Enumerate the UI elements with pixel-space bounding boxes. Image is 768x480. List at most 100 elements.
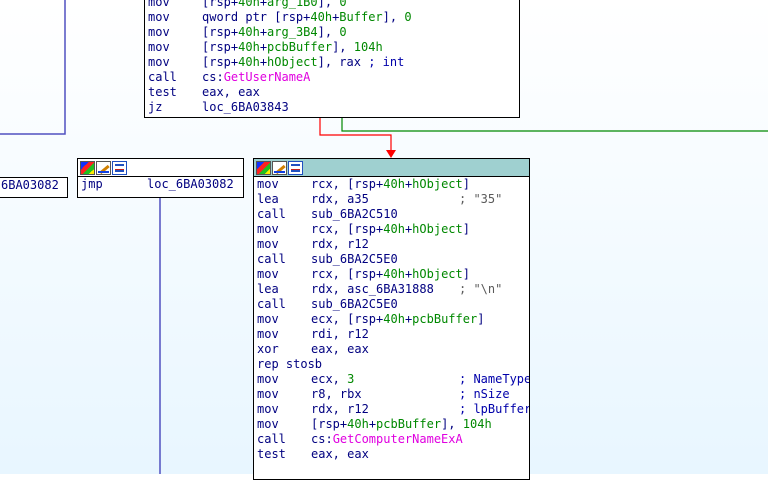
top-block-line[interactable]: mov [rsp+40h+hObject], rax ; int [148,55,519,70]
top-block-line[interactable]: mov [rsp+40h+arg_1B0], 0 [148,0,519,10]
color-icon[interactable] [80,160,95,175]
mnemonic: mov [257,237,279,251]
mnemonic: mov [257,387,279,401]
mnemonic: mov [148,55,170,69]
graph-icon[interactable] [112,160,127,175]
mnemonic: call [257,297,286,311]
jmp-block-header [78,159,243,177]
operand: r8, rbx [311,387,362,401]
main-block-line[interactable]: mov rdi, r12 [257,327,529,342]
operand: [rsp+40h+pcbBuffer], 104h [311,417,492,431]
mnemonic: call [257,432,286,446]
top-block-lines: mov [rsp+40h+arg_1B0], 0 mov qword ptr [rsp… [145,0,519,115]
mnemonic: mov [257,402,279,416]
mnemonic: lea [257,192,279,206]
mnemonic: mov [148,40,170,54]
mnemonic: call [148,70,177,84]
mnemonic: mov [257,267,279,281]
code-block-top[interactable]: mov [rsp+40h+arg_1B0], 0 mov qword ptr [rsp… [144,0,520,118]
main-block-line[interactable]: mov rcx, [rsp+40h+hObject] [257,177,529,192]
edit-icon[interactable] [272,160,287,175]
mnemonic: test [257,447,286,461]
operand: rcx, [rsp+40h+hObject] [311,222,470,236]
edge-false-red [319,117,392,152]
main-block-line[interactable]: mov rcx, [rsp+40h+hObject] [257,222,529,237]
main-block-line[interactable]: mov [rsp+40h+pcbBuffer], 104h [257,417,529,432]
top-block-line[interactable]: mov [rsp+40h+pcbBuffer], 104h [148,40,519,55]
main-block-line[interactable]: xor eax, eax [257,342,529,357]
main-block-line[interactable]: mov rdx, r12 [257,237,529,252]
operand: rdx, r12 [311,402,369,416]
operand: sub_6BA2C510 [311,207,398,221]
mnemonic: lea [257,282,279,296]
edit-icon[interactable] [96,160,111,175]
jmp-line: jmp loc_6BA03082 [81,177,243,192]
mnemonic: mov [257,222,279,236]
main-block-line[interactable]: mov ecx, [rsp+40h+pcbBuffer] [257,312,529,327]
operand: ecx, [rsp+40h+pcbBuffer] [311,312,485,326]
main-block-line[interactable]: mov ecx, 3 ; NameType [257,372,529,387]
code-block-jmp[interactable]: jmp loc_6BA03082 [77,158,244,198]
operand: rdx, asc_6BA31888 [311,282,434,296]
mnemonic: mov [257,417,279,431]
mnemonic: mov [148,10,170,24]
operand: rdx, r12 [311,237,369,251]
operand: sub_6BA2C5E0 [311,252,398,266]
operand: [rsp+40h+pcbBuffer], 104h [202,40,383,54]
mnemonic: test [148,85,177,99]
main-block-line[interactable]: mov rdx, r12 ; lpBuffer [257,402,529,417]
mnemonic: mov [257,372,279,386]
operand: loc_6BA03843 [202,100,289,114]
main-block-line[interactable]: call sub_6BA2C5E0 [257,252,529,267]
comment: ; "\n" [459,282,503,296]
code-block-left[interactable]: 6BA03082 [0,177,68,198]
graph-icon[interactable] [288,160,303,175]
mnemonic: mov [257,312,279,326]
mnemonic: mov [148,0,170,9]
edge-false-arrowhead [386,150,396,158]
main-block-line[interactable]: call sub_6BA2C510 [257,207,529,222]
main-block-line[interactable]: mov r8, rbx ; nSize [257,387,529,402]
operand: [rsp+40h+hObject], rax ; int [202,55,405,69]
main-block-line[interactable]: lea rdx, asc_6BA31888 ; "\n" [257,282,529,297]
operand: [rsp+40h+arg_3B4], 0 [202,25,347,39]
mnemonic: rep stosb [257,357,323,371]
operand: rcx, [rsp+40h+hObject] [311,177,470,191]
mnemonic: jz [148,100,163,114]
operand: rdx, a35 [311,192,369,206]
top-block-line[interactable]: jz loc_6BA03843 [148,100,519,115]
comment: ; nSize [459,387,510,401]
main-block-line[interactable]: rep stosb [257,357,529,372]
operand: qword ptr [rsp+40h+Buffer], 0 [202,10,412,24]
mnemonic: call [257,207,286,221]
mnemonic: jmp [81,177,103,191]
operand: loc_6BA03082 [147,177,234,191]
mnemonic: mov [257,327,279,341]
main-block-line[interactable]: call cs:GetComputerNameExA [257,432,529,447]
operand: eax, eax [311,342,369,356]
operand: [rsp+40h+arg_1B0], 0 [202,0,347,9]
main-block-header [254,159,529,177]
operand: ecx, 3 [311,372,355,386]
mnemonic: mov [257,177,279,191]
color-icon[interactable] [256,160,271,175]
operand: cs:GetComputerNameExA [311,432,463,446]
comment: ; NameType [459,372,530,386]
comment: ; lpBuffer [459,402,530,416]
operand: rdi, r12 [311,327,369,341]
mnemonic: xor [257,342,279,356]
mnemonic: call [257,252,286,266]
top-block-line[interactable]: mov [rsp+40h+arg_3B4], 0 [148,25,519,40]
edge-true-green [341,117,768,132]
top-block-line[interactable]: mov qword ptr [rsp+40h+Buffer], 0 [148,10,519,25]
mnemonic: mov [148,25,170,39]
